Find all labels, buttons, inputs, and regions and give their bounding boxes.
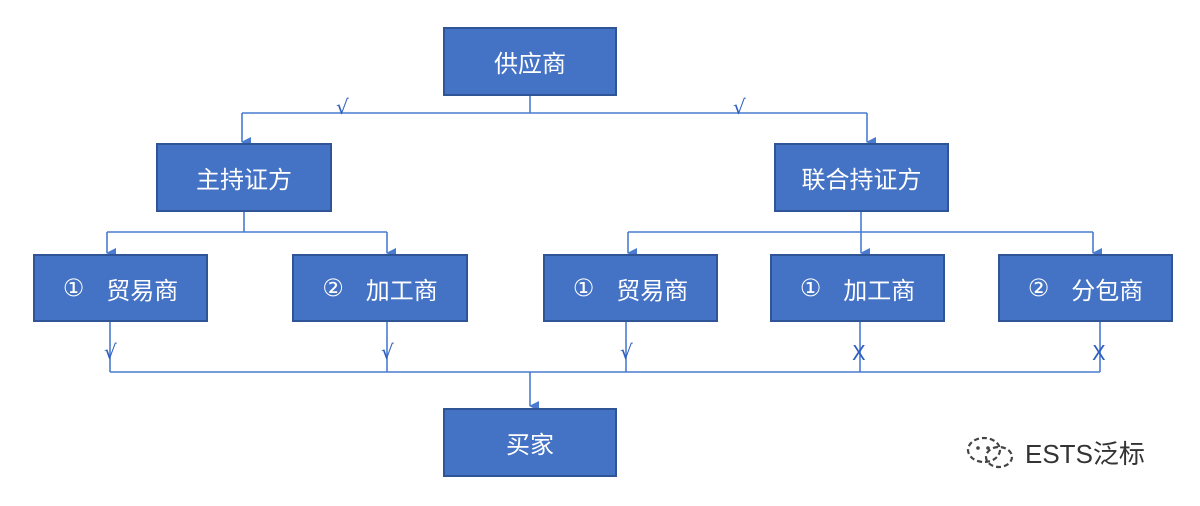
check-mark-main-processor: √ [381, 340, 394, 364]
buyer-box: 买家 [443, 408, 617, 477]
joint-holder-label: 联合持证方 [801, 166, 922, 194]
main-trader-box: ① 贸易商 [33, 254, 208, 322]
joint-subcontractor-label: 分包商 [1071, 276, 1144, 305]
cross-mark-joint-subcontractor: X [1092, 341, 1106, 365]
main-processor-box: ② 加工商 [292, 254, 468, 322]
buyer-label: 买家 [506, 431, 554, 459]
main-trader-label: 贸易商 [106, 276, 179, 305]
joint-trader-number: ① [572, 274, 595, 302]
check-mark-joint-trader: √ [620, 340, 633, 364]
joint-subcontractor-number: ② [1027, 274, 1050, 302]
main-holder-label: 主持证方 [196, 166, 292, 194]
check-mark-supplier-to-joint: √ [733, 95, 746, 119]
main-holder-box: 主持证方 [156, 143, 332, 212]
main-processor-number: ② [322, 274, 344, 302]
joint-processor-box: ① 加工商 [770, 254, 945, 322]
joint-subcontractor-box: ② 分包商 [998, 254, 1173, 322]
supplier-box: 供应商 [443, 27, 617, 96]
joint-holder-box: 联合持证方 [774, 143, 949, 212]
cross-mark-joint-processor: X [852, 341, 866, 365]
watermark: ESTS泛标 [965, 434, 1145, 471]
main-processor-label: 加工商 [365, 276, 438, 305]
joint-processor-number: ① [799, 274, 822, 302]
check-mark-supplier-to-main: √ [336, 95, 349, 119]
joint-processor-label: 加工商 [843, 276, 916, 305]
joint-trader-label: 贸易商 [616, 276, 689, 305]
wechat-icon [966, 436, 1014, 468]
joint-trader-box: ① 贸易商 [543, 254, 718, 322]
main-trader-number: ① [62, 274, 85, 302]
watermark-text: ESTS泛标 [1025, 439, 1145, 469]
check-mark-main-trader: √ [104, 340, 117, 364]
supplier-label: 供应商 [494, 50, 566, 78]
